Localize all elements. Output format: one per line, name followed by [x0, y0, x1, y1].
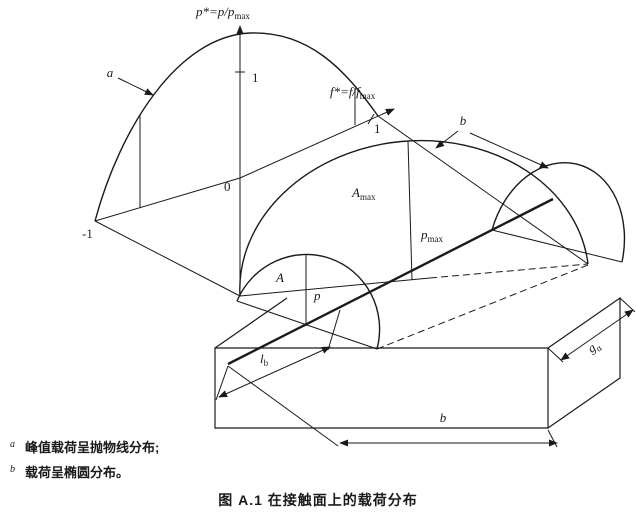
g-ext-line-1 — [547, 347, 564, 363]
figure-caption: 图 A.1 在接触面上的载荷分布 — [218, 492, 418, 508]
contact-line-hidden — [376, 264, 589, 350]
ellipse-right-base — [491, 229, 623, 263]
p-axis-tick-label: 1 — [252, 70, 259, 85]
p-max-label: pmax — [420, 227, 443, 244]
p-axis-label: p*=p/pmax — [195, 4, 250, 21]
b-dim-label: b — [440, 410, 447, 425]
p-label: p — [313, 288, 321, 303]
footnote-b-marker: b — [10, 463, 15, 475]
footnote-a-text: 峰值载荷呈抛物线分布; — [25, 440, 160, 455]
f-axis-label: f*=f/fmax — [330, 84, 376, 101]
g-dim-label: gα — [585, 337, 604, 358]
origin-label: 0 — [224, 179, 231, 194]
g-dim-line — [560, 309, 634, 361]
lb-dim-label: lb — [260, 351, 269, 368]
midline-hidden — [429, 263, 589, 279]
footnote-a: a 峰值载荷呈抛物线分布; — [10, 437, 159, 456]
lb-ext-line-1 — [215, 365, 229, 401]
peak-load-parabola — [94, 32, 379, 222]
ellipse-max — [239, 139, 589, 297]
footnote-a-marker: a — [10, 438, 15, 450]
ellipse-max-ordinate — [407, 140, 413, 281]
ellipse-right — [491, 162, 626, 263]
leader-b-arrow-1 — [435, 130, 459, 149]
contact-slab — [214, 296, 621, 429]
midline-solid — [239, 277, 431, 297]
footnote-b: b 载荷呈椭圆分布。 — [10, 462, 129, 481]
ellipse-front — [236, 253, 381, 350]
f-axis-tick — [367, 113, 375, 125]
area-max-label: Amax — [351, 185, 376, 202]
load-ellipses — [236, 139, 626, 350]
lb-ext-line-2 — [327, 309, 341, 351]
parabola-curve — [94, 32, 379, 222]
slab-top-left-edge — [214, 297, 288, 349]
diagram-labels: p*=p/pmax 1 f*=f/fmax 1 0 -1 a b Amax pm… — [82, 4, 604, 425]
lb-dim-line — [218, 346, 331, 398]
dimensions — [215, 297, 636, 448]
f-min-label: -1 — [82, 226, 93, 241]
plane-left-edge — [94, 220, 241, 297]
callout-a-label: a — [107, 65, 114, 80]
leader-a-arrow — [117, 77, 154, 96]
footnote-b-text: 载荷呈椭圆分布。 — [25, 465, 130, 480]
slab-right-face — [547, 296, 621, 429]
callout-leaders — [117, 77, 549, 169]
b-ext-line-1 — [227, 365, 339, 447]
area-label: A — [275, 270, 284, 285]
f-axis-tick-label: 1 — [374, 121, 381, 136]
contact-line — [227, 197, 554, 366]
callout-b-label: b — [460, 113, 467, 128]
leader-b-arrow-2 — [469, 132, 549, 169]
b-ext-line-2 — [547, 429, 558, 448]
ellipse-front-base — [236, 300, 378, 350]
